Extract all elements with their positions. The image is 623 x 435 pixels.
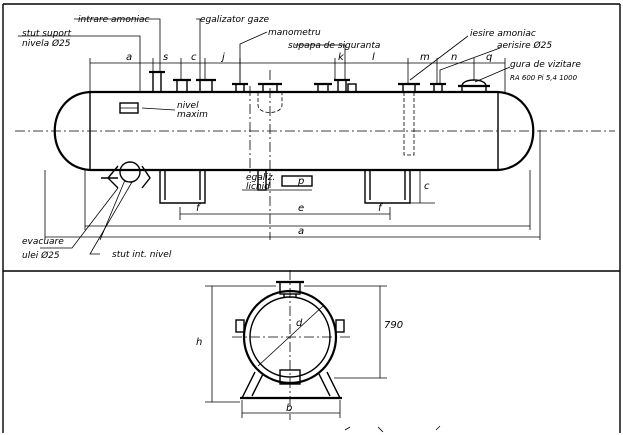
label-lichid: lichid [246, 182, 270, 192]
drawing-frame [2, 3, 621, 433]
drain-nozzle [101, 161, 151, 189]
label-manometru: manometru [268, 28, 321, 38]
dim-f: f [196, 203, 201, 214]
dim-e: e [298, 203, 304, 214]
label-supapa-siguranta: supapa de siguranta [288, 41, 380, 51]
dim-n: n [451, 52, 457, 63]
label-ra-spec: RA 600 Pi 5,4 1000 [510, 74, 578, 82]
label-nivel: nivel [177, 101, 199, 111]
dim-k: k [338, 52, 345, 63]
label-egalizator-gaze: egalizator gaze [200, 15, 270, 25]
dim-p: p [297, 176, 304, 187]
label-egaliz: egaliz. [246, 173, 275, 183]
dim-f2: f [378, 203, 383, 214]
dim-l: l [372, 52, 375, 63]
label-intrare-amoniac: intrare amoniac [78, 15, 150, 25]
dim-b: b [286, 403, 292, 414]
dim-c-top: c [191, 52, 197, 63]
vessel-side-view: intrare amoniac egalizator gaze manometr… [15, 15, 615, 261]
top-dimensions [89, 58, 506, 92]
bottom-dimensions [44, 130, 541, 240]
stray-marks [344, 425, 441, 433]
dim-a-bottom: a [298, 226, 304, 237]
label-ulei: ulei Ø25 [22, 250, 60, 261]
label-iesire-amoniac: iesire amoniac [470, 29, 536, 39]
label-stut-suport: stut suport [22, 29, 72, 39]
label-maxim: maxim [177, 110, 208, 120]
vessel-end-view: d h 790 b [196, 270, 403, 420]
dim-c-right: c [424, 181, 430, 192]
leader-lines [18, 18, 511, 255]
dim-q: q [486, 52, 492, 63]
dim-d: d [296, 318, 303, 329]
label-gura-vizitare: gura de vizitare [510, 60, 581, 70]
top-nozzles [149, 70, 490, 93]
label-stut-int-nivel: stut int. nivel [112, 250, 172, 260]
dim-m: m [420, 52, 430, 63]
label-evacuare: evacuare [22, 237, 64, 247]
dim-s: s [163, 52, 168, 63]
dim-h: h [196, 337, 202, 348]
dim-790: 790 [384, 320, 403, 331]
label-nivela-d25: nivela Ø25 [22, 38, 71, 49]
saddles [159, 169, 411, 204]
dim-j: j [220, 52, 225, 63]
dim-a-top: a [126, 52, 132, 63]
label-aerisire: aerisire Ø25 [497, 40, 552, 51]
